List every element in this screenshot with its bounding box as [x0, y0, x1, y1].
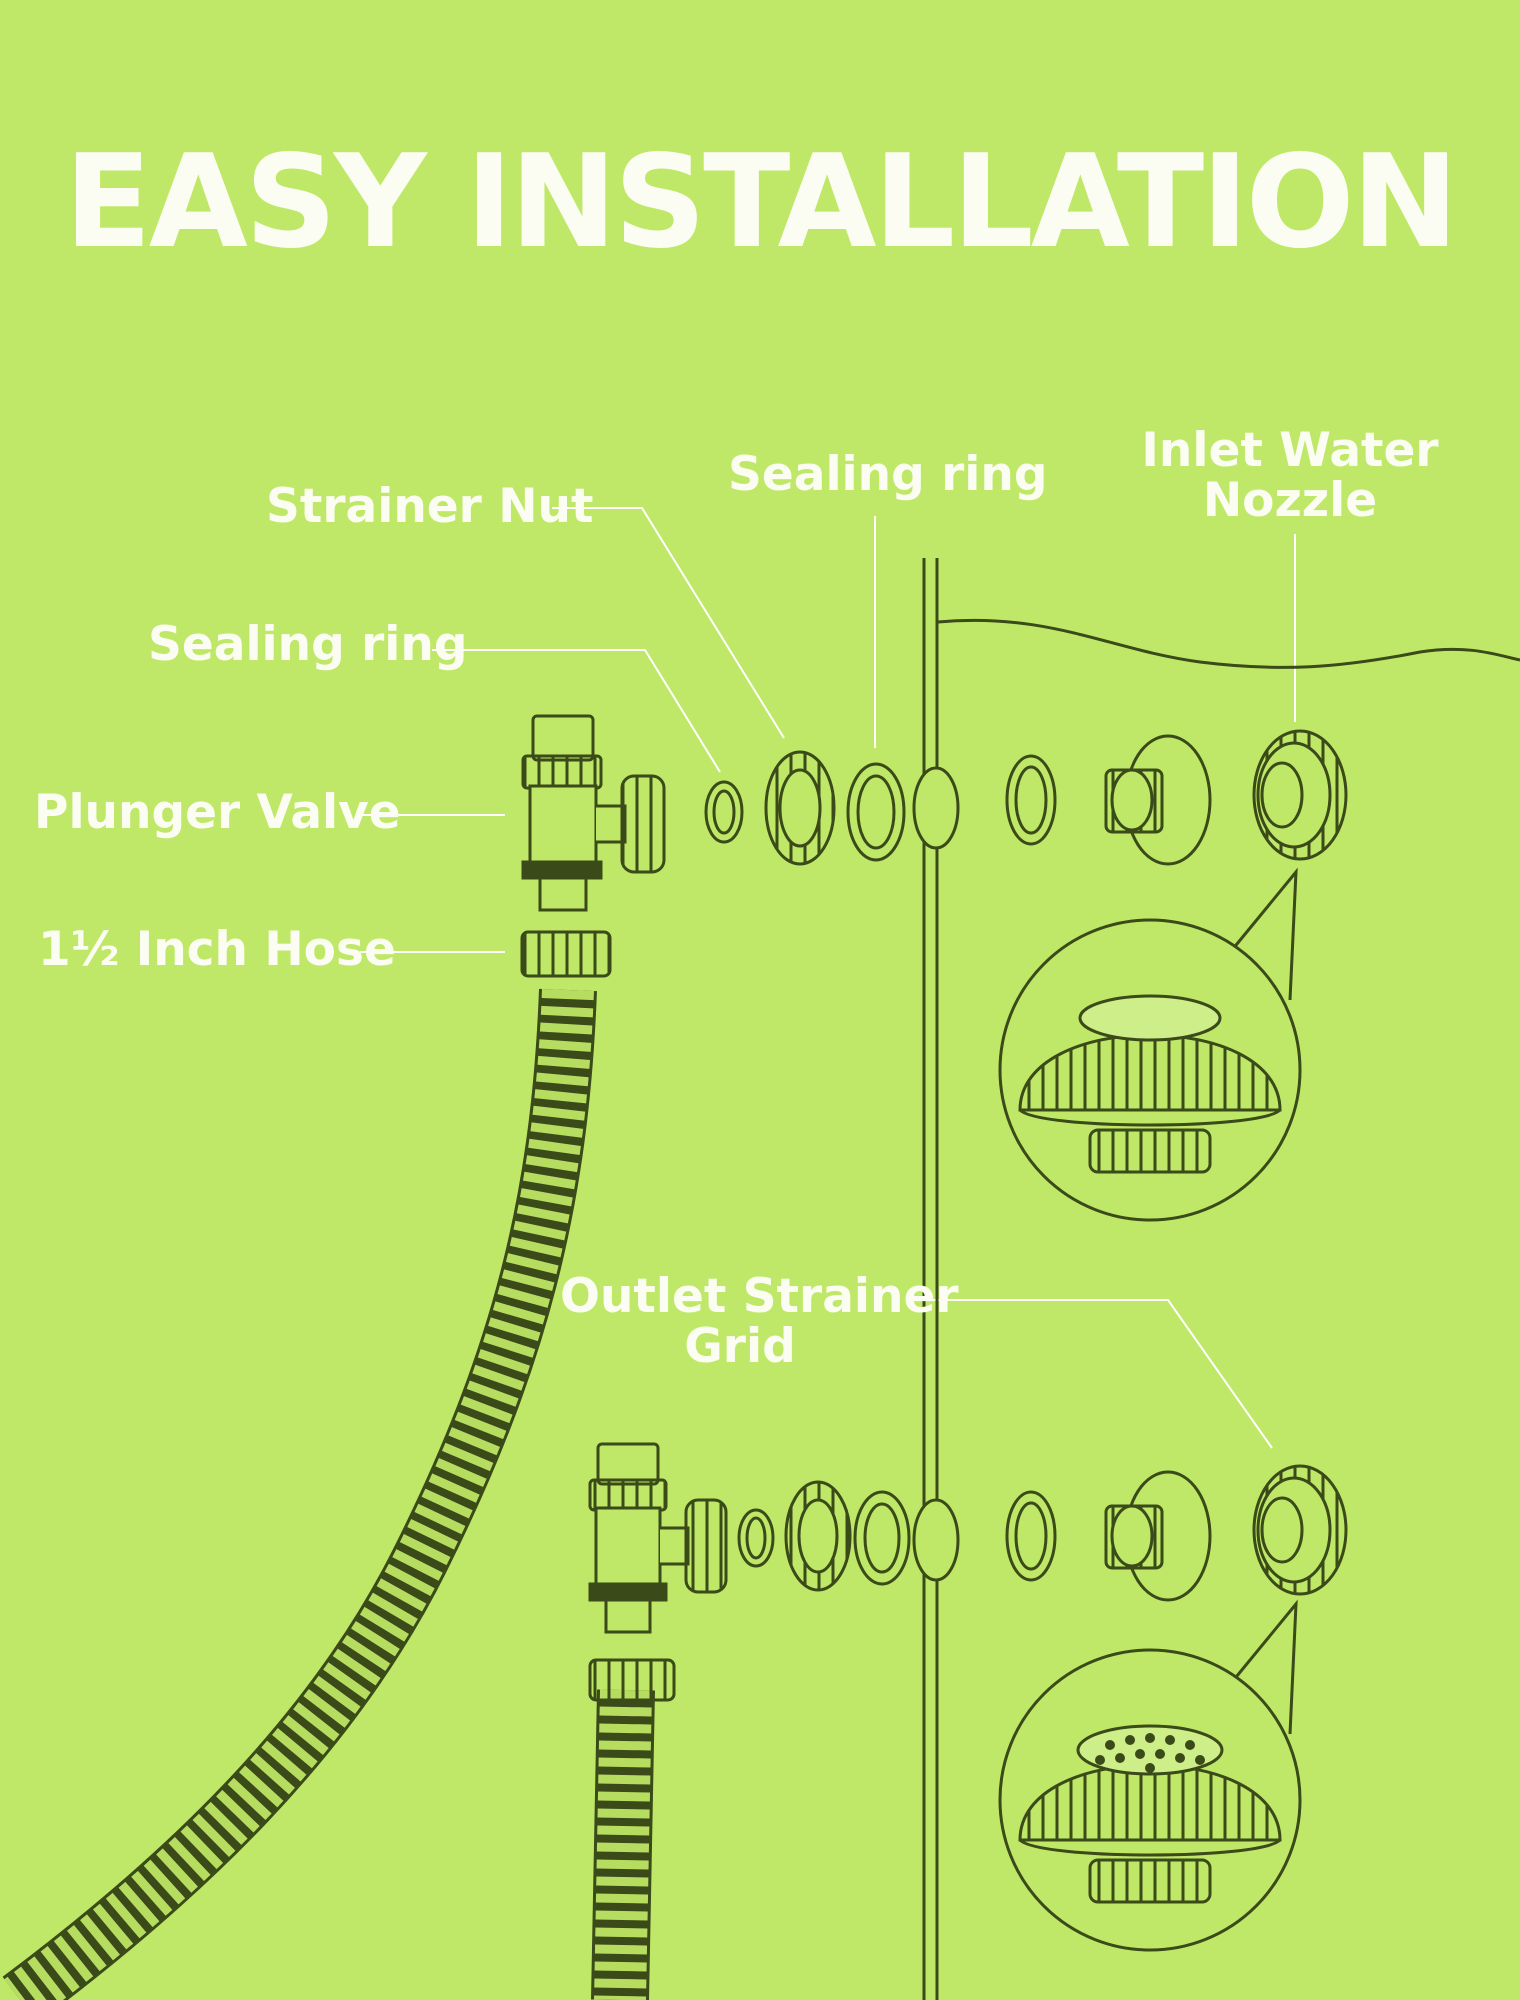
label-hose: 1½ Inch Hose	[38, 922, 396, 977]
flange-bore-lower	[1110, 1504, 1154, 1568]
wall-gasket-upper	[912, 766, 960, 850]
leader-lines	[360, 507, 1296, 1449]
strainer-dome-upper-detail	[1018, 994, 1282, 1174]
grid-holes	[1095, 1733, 1205, 1773]
sealing-ring-small-upper-inner	[712, 789, 736, 835]
label-outlet-strainer-grid: Outlet Strainer Grid	[560, 1269, 959, 1374]
strainer-nut-lower-inner	[797, 1498, 839, 1574]
hose-long-corrugation	[4, 989, 594, 2000]
strainer-dome-lower-detail	[1018, 1724, 1282, 1904]
hose-long-outline	[2, 988, 597, 2000]
label-plunger-valve: Plunger Valve	[34, 785, 401, 840]
hose-connector-lower	[588, 1658, 676, 1702]
label-inlet-line1: Inlet Water	[1141, 423, 1439, 478]
plunger-valve-lower	[588, 1442, 728, 1634]
label-sealing-ring-top: Sealing ring	[728, 447, 1048, 502]
sealing-ring-large-upper-inner	[856, 774, 896, 850]
sealing-ring-large-lower-inner	[863, 1502, 901, 1574]
sealing-ring-inner-lower-hole	[1014, 1501, 1048, 1571]
zoom-bubble-upper-pointer	[1230, 867, 1298, 1001]
sealing-ring-inner-upper-hole	[1014, 765, 1048, 835]
wall-gasket-lower	[912, 1498, 960, 1582]
inlet-nozzle-upper-eye	[1260, 761, 1304, 829]
label-outlet-line2: Grid	[684, 1319, 796, 1374]
label-sealing-ring-left: Sealing ring	[148, 617, 468, 672]
label-inlet-water-nozzle: Inlet Water Nozzle	[1120, 426, 1460, 526]
sealing-ring-small-lower-inner	[745, 1516, 767, 1560]
hose-short-corrugation	[594, 1689, 652, 2000]
zoom-bubble-lower-pointer	[1230, 1599, 1298, 1735]
hose-connector-upper	[520, 930, 612, 978]
label-inlet-line2: Nozzle	[1202, 473, 1378, 528]
outlet-strainer-lower-eye	[1260, 1496, 1304, 1564]
plunger-valve-upper	[521, 714, 666, 912]
label-outlet-line1: Outlet Strainer	[560, 1269, 959, 1324]
label-strainer-nut: Strainer Nut	[266, 479, 594, 534]
flange-bore-upper	[1110, 768, 1154, 832]
strainer-nut-upper-inner	[778, 768, 822, 848]
page-title: EASY INSTALLATION	[64, 128, 1458, 277]
